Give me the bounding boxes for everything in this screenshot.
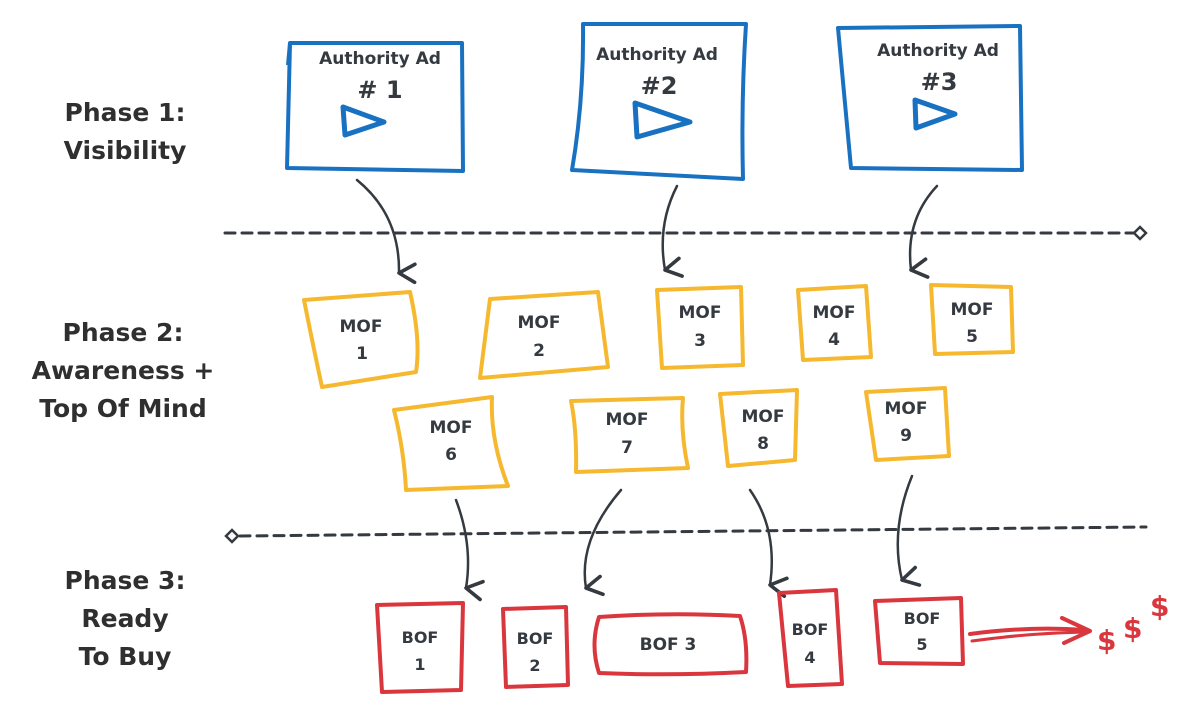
mof-card-3-number: 3: [694, 331, 706, 351]
bof-card-4-number: 4: [804, 648, 815, 667]
mof-card-8-label: MOF: [742, 407, 785, 427]
separator-1: [223, 225, 1148, 241]
phase-2-subtitle-1: Awareness +: [31, 356, 215, 385]
mof-card-4-number: 4: [828, 330, 840, 350]
mof-card-8-number: 8: [757, 434, 769, 454]
mof-card-5: MOF 5: [929, 283, 1015, 356]
bof-card-3: BOF 3: [592, 612, 749, 677]
mof-card-6-label: MOF: [430, 418, 473, 438]
mof-card-2: MOF 2: [478, 290, 610, 380]
arrow-to-money: [968, 616, 1092, 645]
phase-3-label: Phase 3: Ready To Buy: [40, 562, 210, 676]
separator-2: [224, 525, 1148, 544]
play-icon: [912, 97, 958, 131]
mof-card-7: MOF 7: [569, 396, 690, 474]
mof-card-9-label: MOF: [885, 399, 928, 419]
mof-card-6-number: 6: [445, 445, 457, 465]
mof-card-1: MOF 1: [302, 290, 420, 389]
phase-3-subtitle-1: Ready: [81, 604, 169, 633]
bof-card-4: BOF 4: [777, 588, 844, 688]
arrow-mof7-to-bof2: [583, 488, 623, 597]
bof-card-4-label: BOF: [792, 620, 829, 639]
phase-2-subtitle-2: Top Of Mind: [39, 394, 207, 423]
mof-card-5-label: MOF: [951, 300, 994, 320]
mof-card-8: MOF 8: [718, 388, 799, 468]
mof-card-9-number: 9: [900, 426, 912, 446]
bof-card-2-label: BOF: [517, 629, 554, 648]
phase-1-subtitle: Visibility: [63, 136, 187, 165]
mof-card-2-label: MOF: [518, 313, 561, 333]
mof-card-4-label: MOF: [813, 303, 856, 323]
authority-ad-1-title: Authority Ad: [319, 49, 441, 69]
money-dollar-3: $: [1150, 590, 1169, 623]
separator-1-end-diamond: [1132, 225, 1148, 241]
bof-card-1: BOF 1: [375, 601, 465, 694]
mof-card-3: MOF 3: [655, 285, 745, 370]
arrow-mof9-to-bof5: [896, 474, 922, 587]
separator-2-start-diamond: [224, 528, 240, 544]
phase-2-label: Phase 2: Awareness + Top Of Mind: [18, 314, 228, 428]
mof-card-7-number: 7: [621, 438, 633, 458]
bof-card-5: BOF 5: [873, 596, 965, 666]
bof-card-1-number: 1: [414, 655, 425, 674]
mof-card-1-label: MOF: [340, 317, 383, 337]
authority-ad-3: Authority Ad #3: [836, 24, 1024, 172]
bof-card-5-number: 5: [916, 635, 927, 654]
arrow-mof8-to-bof4: [748, 488, 789, 598]
phase-1-label: Phase 1: Visibility: [40, 94, 210, 170]
phase-3-title: Phase 3:: [64, 566, 186, 595]
bof-card-3-label: BOF 3: [640, 635, 697, 655]
play-icon: [340, 104, 387, 138]
mof-card-1-number: 1: [356, 344, 368, 364]
bof-card-2: BOF 2: [501, 605, 570, 689]
arrow-ad2-to-mof3: [661, 184, 684, 278]
arrow-mof6-to-bof1: [454, 498, 485, 602]
authority-ad-2-number: #2: [641, 72, 678, 100]
bof-card-5-label: BOF: [904, 609, 941, 628]
mof-card-5-number: 5: [966, 327, 978, 347]
bof-card-1-label: BOF: [402, 628, 439, 647]
authority-ad-2-title: Authority Ad: [596, 45, 718, 65]
money-dollar-1: $: [1097, 624, 1116, 657]
mof-card-3-label: MOF: [679, 303, 722, 323]
mof-card-4: MOF 4: [796, 284, 873, 362]
arrow-ad1-to-mof1: [355, 178, 417, 285]
play-icon: [632, 100, 693, 140]
mof-card-2-number: 2: [533, 341, 545, 361]
phase-3-subtitle-2: To Buy: [78, 642, 172, 671]
mof-card-7-label: MOF: [606, 410, 649, 430]
authority-ad-1-number: # 1: [357, 76, 402, 104]
phase-1-title: Phase 1:: [64, 98, 186, 127]
money-dollar-2: $: [1123, 612, 1142, 645]
mof-card-9: MOF 9: [864, 386, 951, 462]
mof-card-6: MOF 6: [392, 395, 510, 492]
phase-2-title: Phase 2:: [62, 318, 184, 347]
authority-ad-3-number: #3: [921, 68, 958, 96]
authority-ad-1: Authority Ad # 1: [285, 41, 465, 173]
bof-card-2-number: 2: [529, 656, 540, 675]
authority-ad-3-title: Authority Ad: [877, 41, 999, 61]
arrow-ad3-to-mof5: [908, 184, 939, 279]
authority-ad-2: Authority Ad #2: [570, 22, 748, 181]
